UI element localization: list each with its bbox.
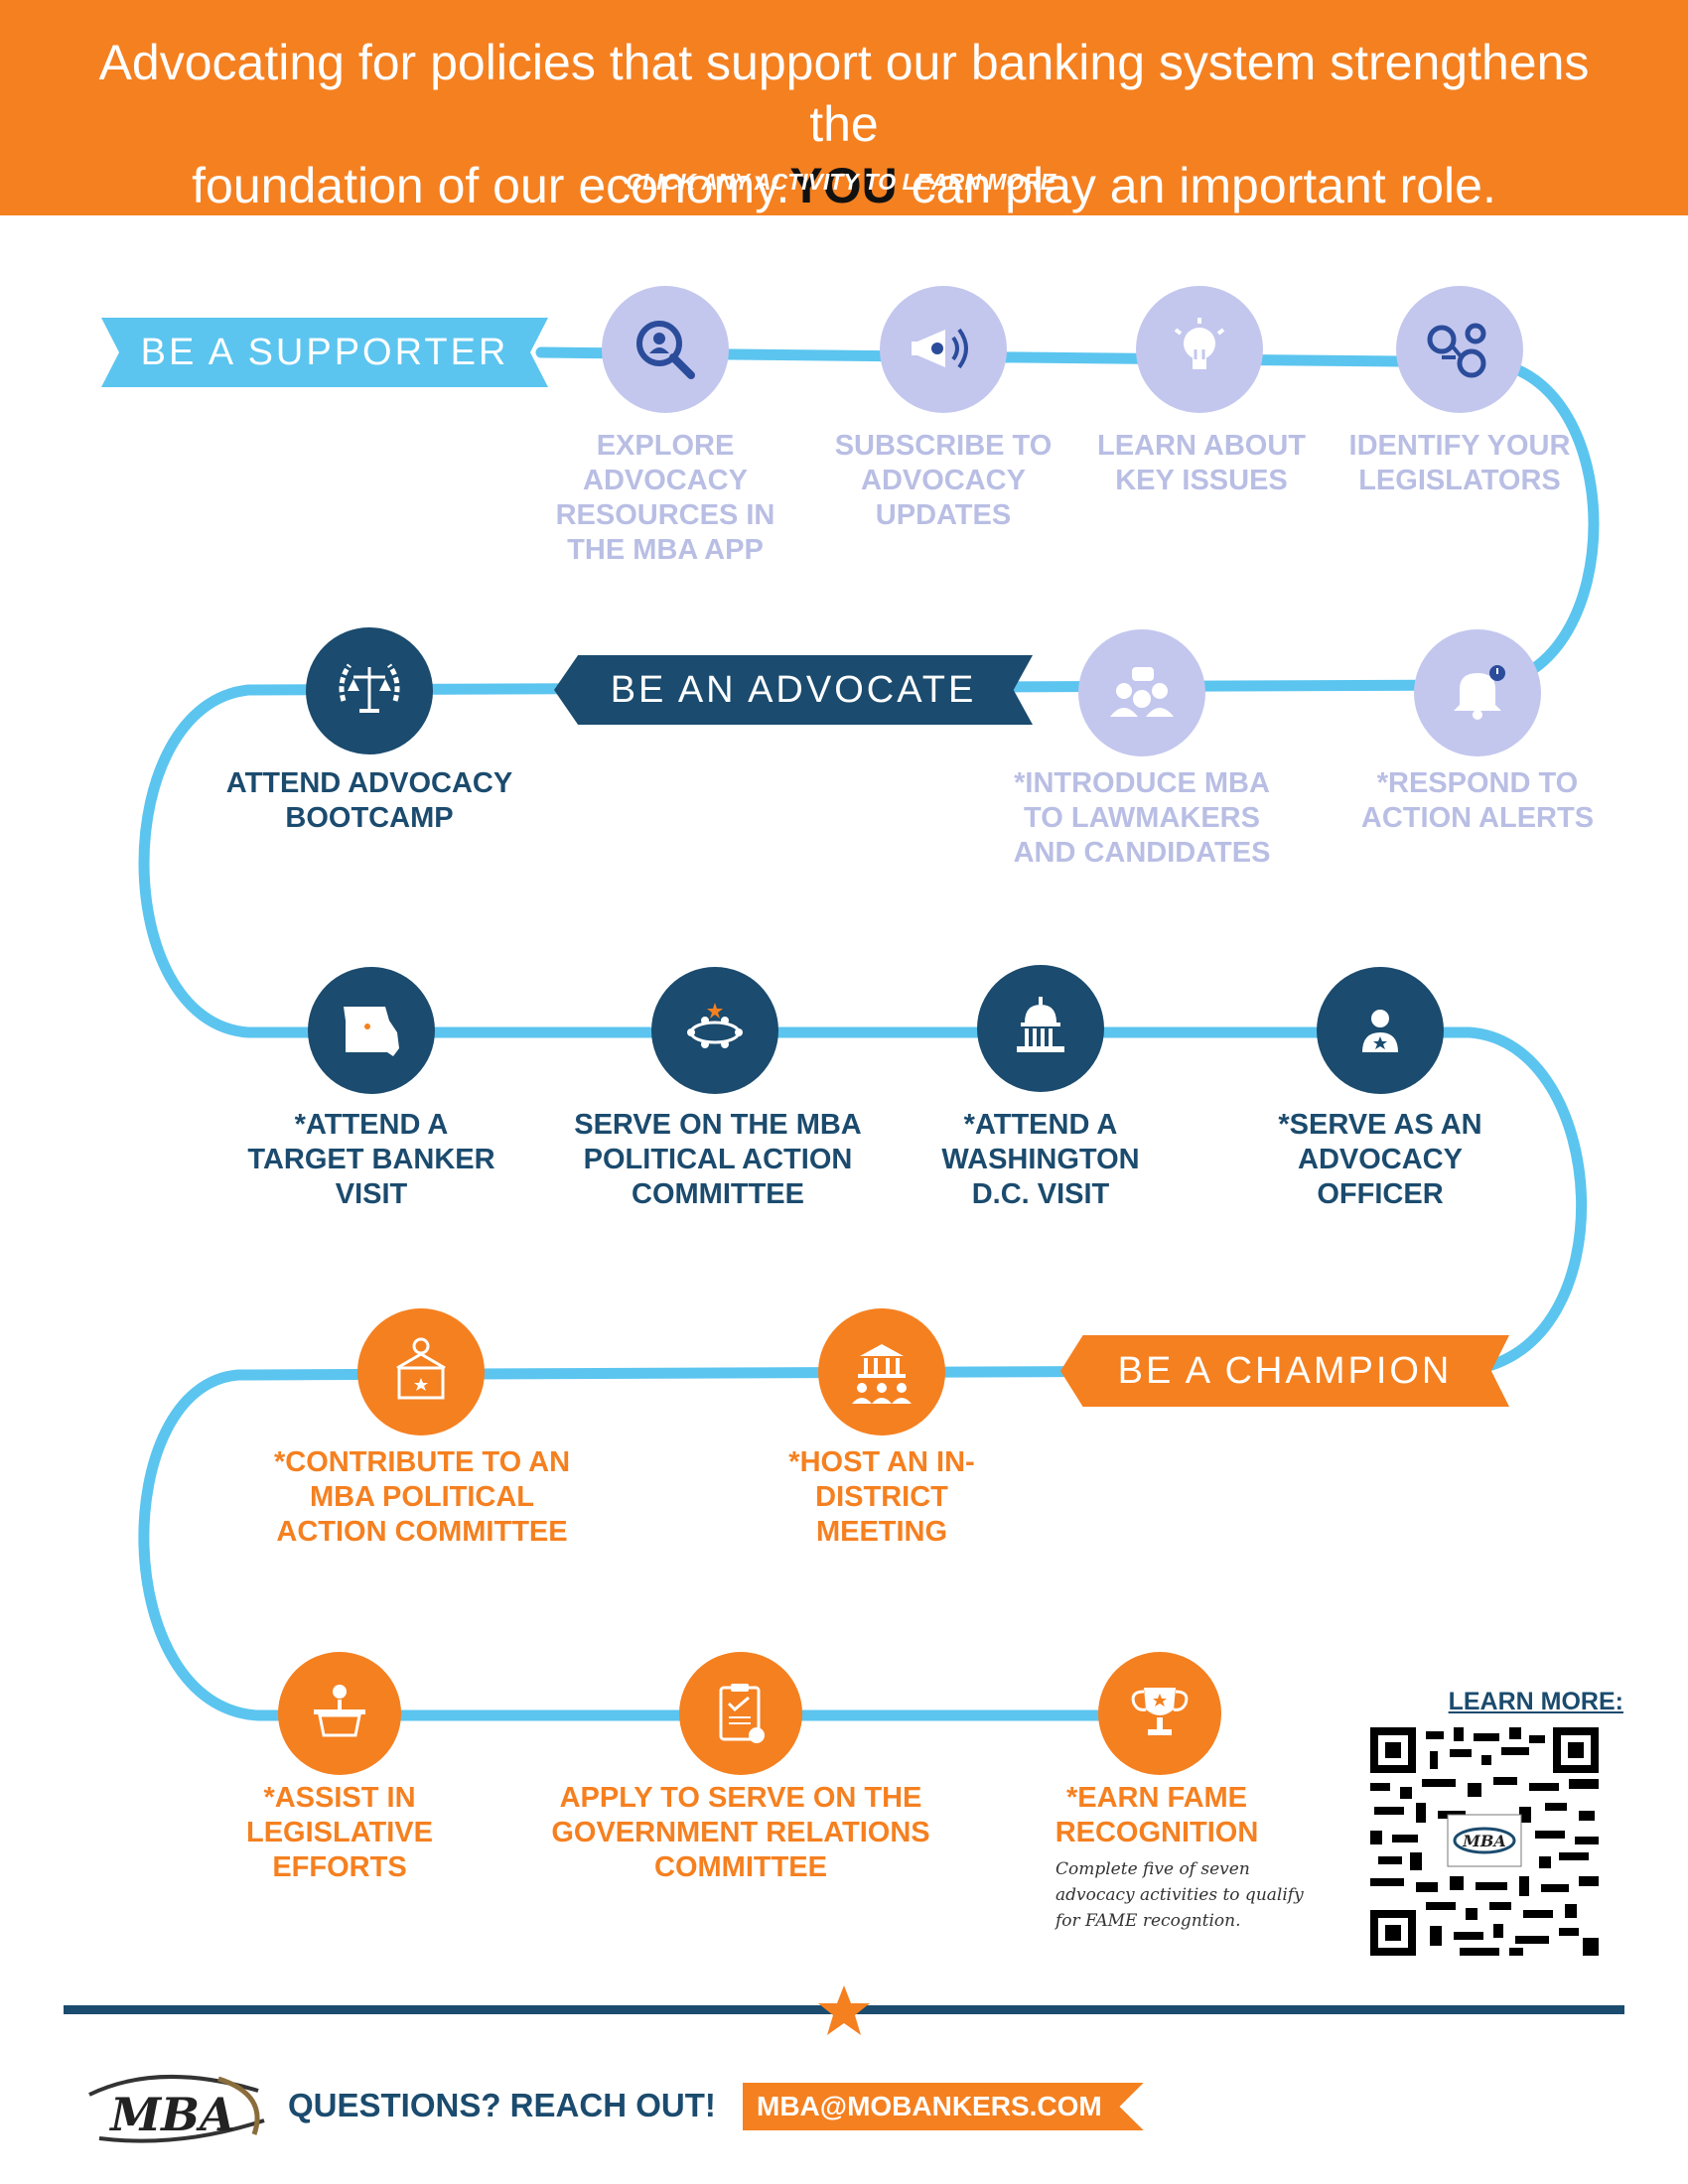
be-a-champion-banner: BE A CHAMPION bbox=[1060, 1335, 1509, 1407]
capitol-dome-icon[interactable] bbox=[977, 965, 1104, 1092]
megaphone-icon[interactable] bbox=[880, 286, 1007, 413]
fame-note: Complete five of seven advocacy activiti… bbox=[1055, 1859, 1304, 1931]
star-icon bbox=[818, 1985, 870, 2035]
lightbulb-icon[interactable] bbox=[1136, 286, 1263, 413]
trophy-icon[interactable] bbox=[1098, 1652, 1221, 1775]
qr-logo: MBA bbox=[1462, 1832, 1506, 1850]
officer-star-icon[interactable] bbox=[1317, 967, 1444, 1094]
questions-text: QUESTIONS? REACH OUT! bbox=[288, 2087, 716, 2123]
target-banker-visit-link[interactable]: *ATTEND A TARGET BANKER VISIT bbox=[247, 1109, 495, 1210]
headline-line-1: Advocating for policies that support our… bbox=[98, 35, 1590, 152]
subscribe-advocacy-updates-link[interactable]: SUBSCRIBE TO ADVOCACY UPDATES bbox=[834, 430, 1053, 531]
headline-line-2-start: foundation of our economy. bbox=[192, 158, 790, 213]
earn-fame-recognition-link[interactable]: *EARN FAME RECOGNITION bbox=[1055, 1782, 1259, 1848]
people-network-icon[interactable] bbox=[1396, 286, 1523, 413]
chat-group-icon[interactable] bbox=[1078, 629, 1205, 756]
logo-text: MBA bbox=[108, 2088, 235, 2141]
learn-more-link[interactable]: LEARN MORE: bbox=[1448, 1688, 1623, 1715]
meeting-table-icon[interactable] bbox=[651, 967, 778, 1094]
headline: Advocating for policies that support our… bbox=[60, 32, 1628, 216]
be-an-advocate-banner: BE AN ADVOCATE bbox=[554, 655, 1033, 725]
mba-logo: MBA bbox=[88, 2075, 265, 2143]
magnifier-person-icon[interactable] bbox=[602, 286, 729, 413]
attend-advocacy-bootcamp-link[interactable]: ATTEND ADVOCACY BOOTCAMP bbox=[225, 767, 513, 834]
learn-key-issues-link[interactable]: LEARN ABOUT KEY ISSUES bbox=[1097, 430, 1306, 496]
assist-legislative-efforts-link[interactable]: *ASSIST IN LEGISLATIVE EFFORTS bbox=[246, 1782, 433, 1883]
missouri-map-icon[interactable] bbox=[308, 967, 435, 1094]
headline-line-2-end: can play an important role. bbox=[897, 158, 1496, 213]
header-banner: Advocating for policies that support our… bbox=[0, 0, 1688, 215]
podium-speaker-icon[interactable] bbox=[278, 1652, 401, 1775]
apply-government-relations-link[interactable]: APPLY TO SERVE ON THE GOVERNMENT RELATIO… bbox=[551, 1782, 930, 1883]
contribute-pac-link[interactable]: *CONTRIBUTE TO AN MBA POLITICAL ACTION C… bbox=[273, 1446, 571, 1548]
bell-alert-icon[interactable] bbox=[1414, 629, 1541, 756]
contact-email-link[interactable]: MBA@MOBANKERS.COM bbox=[743, 2083, 1144, 2130]
qr-code[interactable]: MBA bbox=[1370, 1727, 1599, 1956]
identify-legislators-link[interactable]: IDENTIFY YOUR LEGISLATORS bbox=[1348, 430, 1571, 496]
advocacy-officer-link[interactable]: *SERVE AS AN ADVOCACY OFFICER bbox=[1278, 1109, 1482, 1210]
scales-laurel-icon[interactable] bbox=[306, 627, 433, 754]
click-instruction: CLICK ANY ACTIVITY TO LEARN MORE. bbox=[626, 169, 1062, 195]
clipboard-check-icon[interactable] bbox=[679, 1652, 802, 1775]
explore-advocacy-resources-link[interactable]: EXPLORE ADVOCACY RESOURCES IN THE MBA AP… bbox=[555, 430, 775, 566]
ballot-box-icon[interactable] bbox=[357, 1308, 485, 1435]
headline-you: YOU bbox=[789, 158, 898, 213]
introduce-mba-link[interactable]: *INTRODUCE MBA TO LAWMAKERS AND CANDIDAT… bbox=[1013, 767, 1271, 869]
respond-action-alerts-link[interactable]: *RESPOND TO ACTION ALERTS bbox=[1360, 767, 1595, 834]
washington-visit-link[interactable]: *ATTEND A WASHINGTON D.C. VISIT bbox=[941, 1109, 1140, 1210]
be-a-supporter-banner: BE A SUPPORTER bbox=[101, 318, 548, 387]
serve-pac-link[interactable]: SERVE ON THE MBA POLITICAL ACTION COMMIT… bbox=[574, 1109, 862, 1210]
host-in-district-meeting-link[interactable]: *HOST AN IN-DISTRICT MEETING bbox=[788, 1446, 975, 1548]
courthouse-people-icon[interactable] bbox=[818, 1308, 945, 1435]
